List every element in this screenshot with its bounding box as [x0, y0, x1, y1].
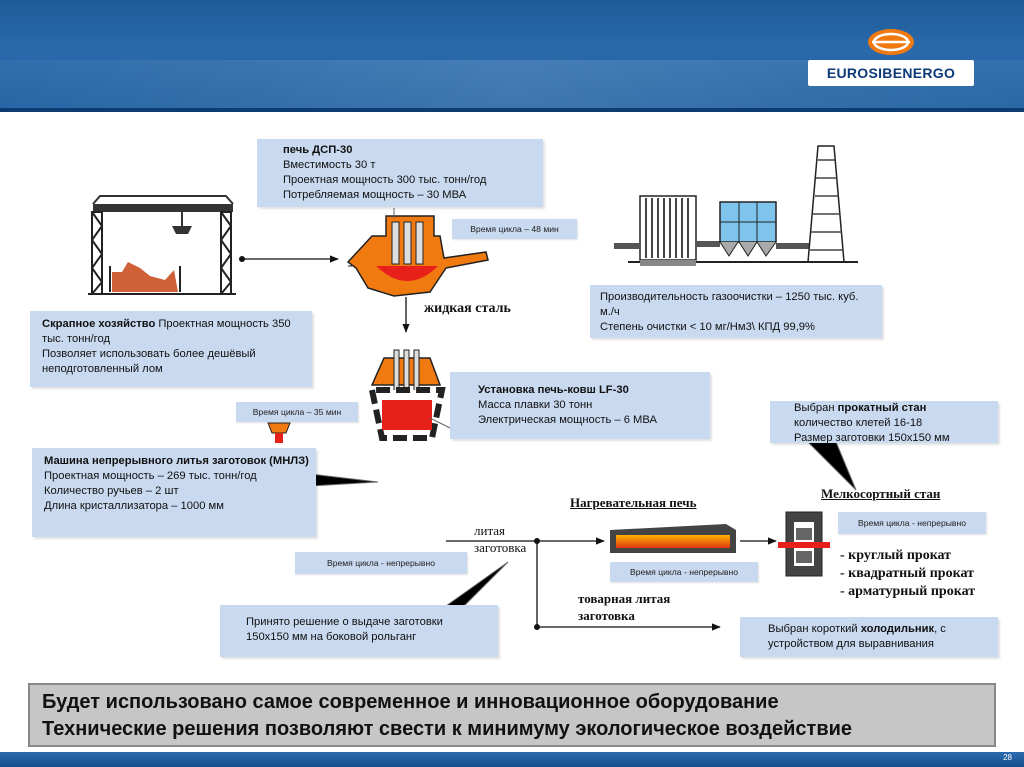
- liquid-steel-label: жидкая сталь: [424, 301, 511, 316]
- rolling-mill-prefix: Выбран: [794, 402, 838, 414]
- ladle-furnace-title: Установка печь-ковш LF-30: [478, 384, 629, 396]
- caster-line: Проектная мощность – 269 тыс. тонн/год: [44, 470, 257, 482]
- scrap-yard-info: Скрапное хозяйство Проектная мощность 35…: [30, 311, 312, 387]
- ladle-cycle-time: Время цикла – 35 мин: [236, 402, 358, 422]
- arc-furnace-info: печь ДСП-30 Вместимость 30 т Проектная м…: [257, 139, 543, 207]
- header-banner: EUROSIBENERGO: [0, 0, 1024, 112]
- caster-line: Длина кристаллизатора – 1000 мм: [44, 500, 224, 512]
- product-round: круглый прокат: [848, 548, 952, 563]
- gas-cleaning-info: Производительность газоочистки – 1250 ты…: [590, 285, 882, 338]
- commodity-billet-line: заготовка: [578, 608, 635, 623]
- heating-furnace-label: Нагревательная печь: [570, 495, 697, 510]
- ladle-furnace-line: Масса плавки 30 тонн: [478, 399, 593, 411]
- caster-cycle-time: Время цикла - непрерывно: [295, 552, 467, 574]
- scrap-yard-capacity: Проектная мощность 350 тыс. тонн/год: [42, 318, 291, 345]
- product-square: квадратный прокат: [848, 566, 974, 581]
- summary-line: Технические решения позволяют свести к м…: [42, 718, 853, 740]
- product-item: - круглый прокат: [840, 548, 952, 563]
- rolling-mill-info: Выбран прокатный стан количество клетей …: [770, 401, 998, 444]
- scrap-yard-line: Скрапное хозяйство Проектная мощность 35…: [42, 317, 306, 347]
- ladle-furnace-line: Электрическая мощность – 6 МВА: [478, 414, 657, 426]
- process-flow-lines: [463, 537, 777, 631]
- rolling-mill-line: Размер заготовки 150х150 мм: [794, 432, 950, 444]
- product-item: - квадратный прокат: [840, 566, 974, 581]
- arc-furnace-title: печь ДСП-30: [283, 144, 353, 156]
- arc-furnace-line: Проектная мощность 300 тыс. тонн/год: [283, 174, 487, 186]
- rolling-mill-illustration: [778, 511, 830, 577]
- scrap-crane-illustration: [88, 195, 236, 295]
- mill-label: Мелкосортный стан: [821, 486, 941, 501]
- heating-cycle-time: Время цикла - непрерывно: [610, 562, 758, 582]
- decision-line: Принято решение о выдаче заготовки: [246, 616, 443, 628]
- brand-logo-icon: [868, 29, 914, 55]
- scrap-yard-line: Позволяет использовать более дешёвый неп…: [42, 348, 256, 375]
- product-item: - арматурный прокат: [840, 584, 976, 599]
- caster-illustration: [267, 422, 291, 443]
- furnace-cycle-time: Время цикла – 48 мин: [452, 219, 577, 239]
- gas-cleaning-line: Степень очистки < 10 мг/Нм3\ КПД 99,9%: [600, 321, 815, 333]
- caster-info: Машина непрерывного литья заготовок (МНЛ…: [32, 448, 316, 537]
- caster-line: Количество ручьев – 2 шт: [44, 485, 179, 497]
- arc-furnace-illustration: [346, 215, 489, 297]
- cast-billet-label: литая заготовка: [474, 522, 526, 556]
- heating-furnace-illustration: [610, 524, 736, 553]
- cooler-bold: холодильник: [860, 623, 935, 635]
- summary-panel: Будет использовано самое современное и и…: [28, 683, 996, 747]
- cooler-line: Выбран короткий холодильник, с устройств…: [768, 622, 988, 652]
- ladle-furnace-info: Установка печь-ковш LF-30 Масса плавки 3…: [450, 372, 710, 439]
- callout-pointers: [309, 208, 857, 607]
- arc-furnace-line: Потребляемая мощность – 30 МВА: [283, 189, 467, 201]
- caster-title: Машина непрерывного литья заготовок (МНЛ…: [44, 455, 309, 467]
- products-list: - круглый прокат - квадратный прокат - а…: [840, 547, 975, 601]
- rolling-mill-line: Выбран прокатный стан: [794, 401, 998, 416]
- product-rebar: арматурный прокат: [848, 584, 976, 599]
- decision-line: 150х150 мм на боковой рольганг: [246, 631, 417, 643]
- scrap-yard-title: Скрапное хозяйство: [42, 318, 156, 330]
- ladle-furnace-illustration: [368, 349, 446, 441]
- footer-bar: 28: [0, 752, 1024, 767]
- cast-billet-line: заготовка: [474, 540, 527, 555]
- cooler-prefix: Выбран короткий: [768, 623, 861, 635]
- cooler-rest: , с устройством для выравнивания: [768, 623, 946, 650]
- gas-cleaning-plant-illustration: [614, 145, 858, 266]
- rolling-mill-bold: прокатный стан: [837, 402, 927, 414]
- header-underline: [0, 108, 1024, 112]
- cast-billet-line: литая: [474, 523, 506, 538]
- commodity-billet-line: товарная литая: [578, 591, 671, 606]
- billet-decision-info: Принято решение о выдаче заготовки 150х1…: [220, 605, 498, 657]
- page-number: 28: [1003, 753, 1012, 762]
- mill-cycle-time: Время цикла - непрерывно: [838, 512, 986, 534]
- gas-cleaning-line: Производительность газоочистки – 1250 ты…: [600, 291, 859, 318]
- summary-line: Будет использовано самое современное и и…: [42, 691, 779, 713]
- rolling-mill-line: количество клетей 16-18: [794, 417, 923, 429]
- commodity-billet-label: товарная литая заготовка: [578, 590, 670, 624]
- brand-name: EUROSIBENERGO: [808, 60, 974, 86]
- cooling-bed-info: Выбран короткий холодильник, с устройств…: [740, 617, 998, 657]
- arc-furnace-line: Вместимость 30 т: [283, 159, 376, 171]
